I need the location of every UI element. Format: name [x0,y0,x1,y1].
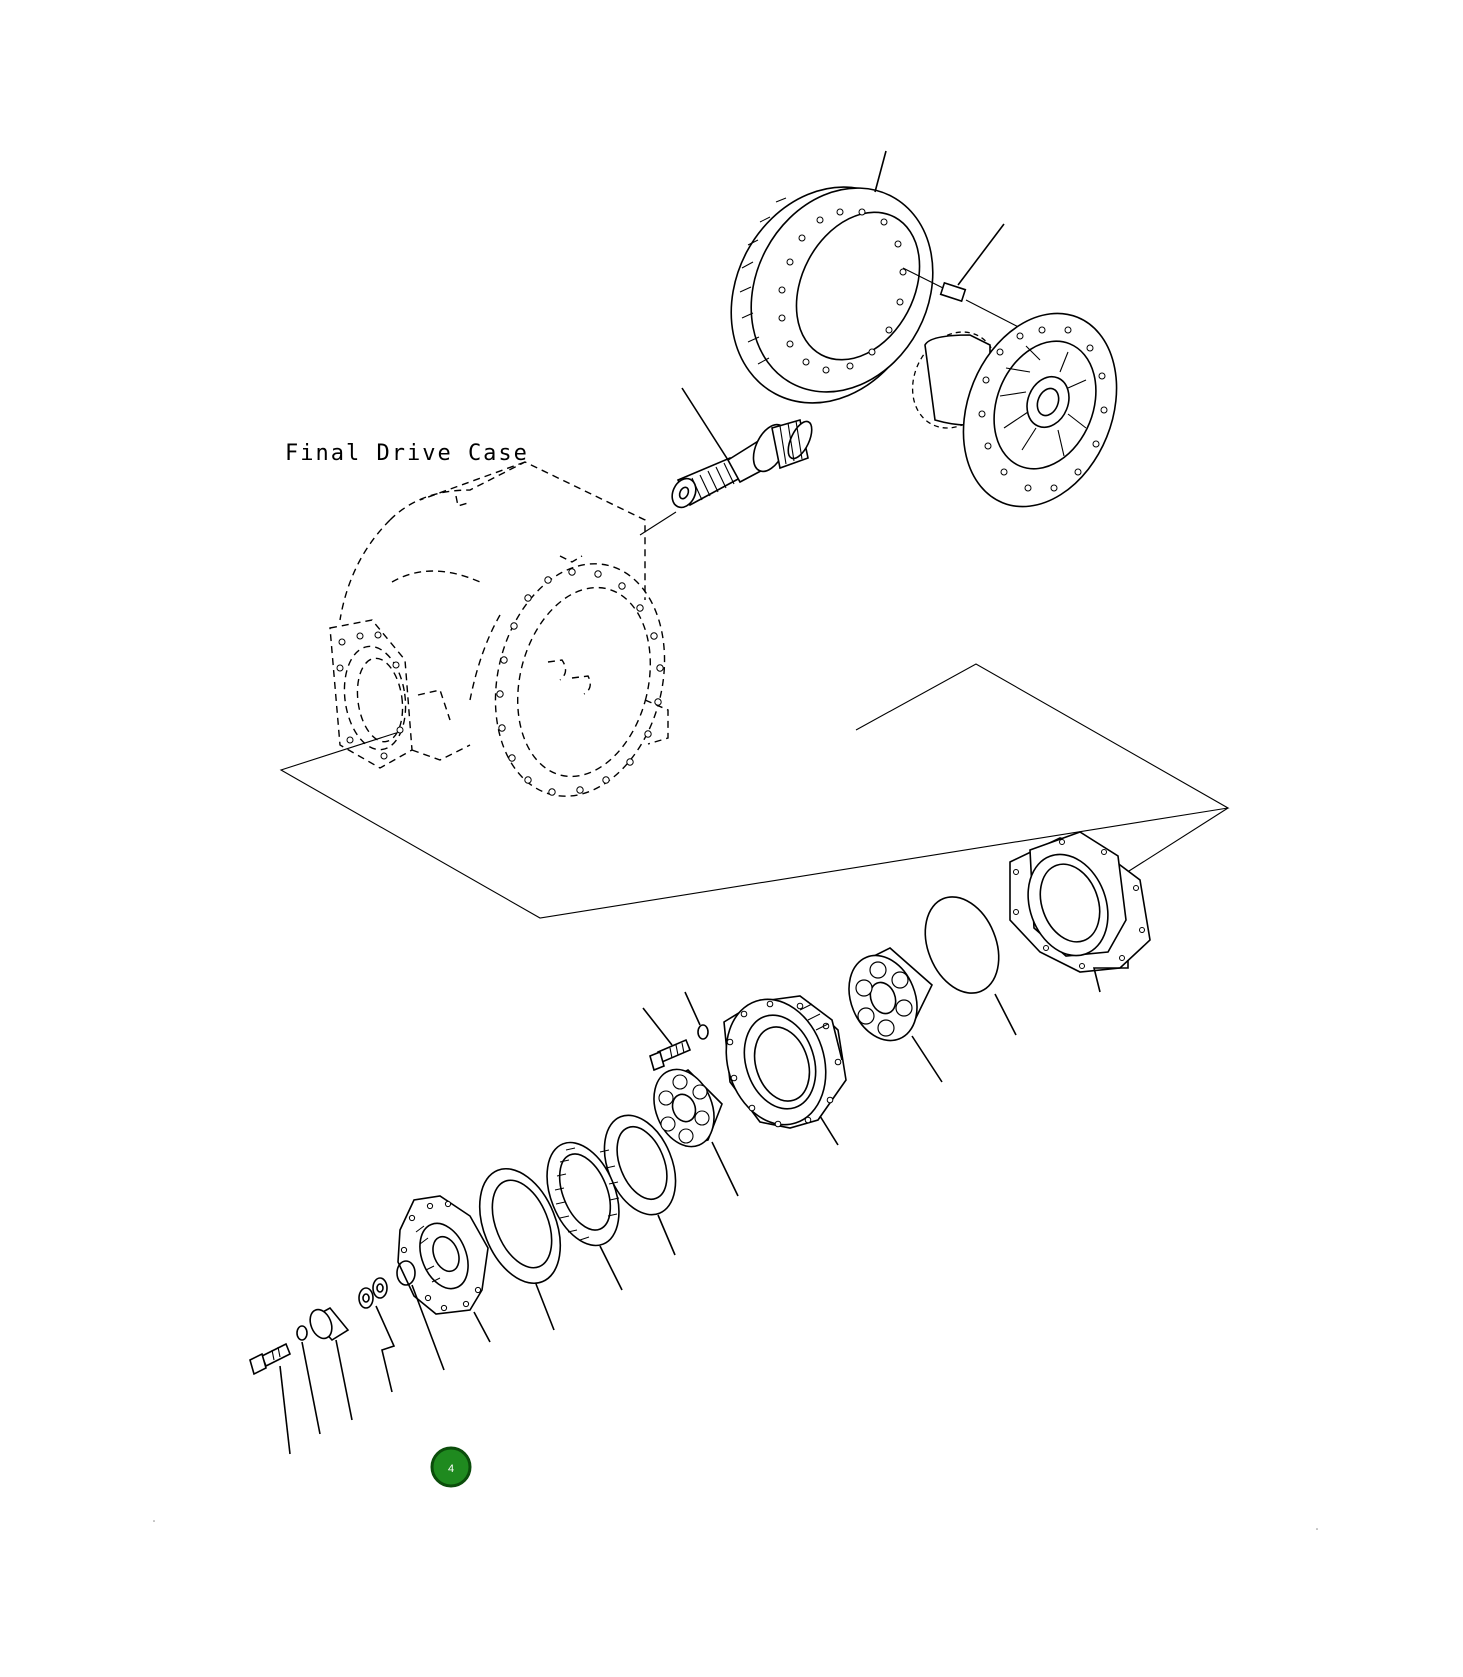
pin-to-gear-line [902,267,944,289]
planet-bearing-right-leader [911,1035,943,1083]
pin-leader [957,223,1005,286]
housing-leader [1092,960,1129,993]
cap-plug-leader [335,1339,353,1421]
dowel-pin[interactable] [939,281,967,303]
planet-bearing-right[interactable] [837,945,933,1051]
thrust-ring-leader [657,1214,676,1256]
o-ring-small-leader [411,1284,445,1371]
speck-left [153,1520,155,1522]
differential-carrier[interactable] [896,290,1144,529]
lock-washer-upper[interactable] [697,1024,709,1040]
retainer-plate[interactable] [397,1195,489,1315]
final-drive-case-label: Final Drive Case [285,441,529,466]
splined-ring[interactable] [533,1132,633,1256]
bolt-lower-leader [279,1365,291,1455]
o-ring-small[interactable] [396,1260,416,1286]
planet-bearing-left-leader [711,1141,739,1197]
lock-washer-lower-leader [301,1341,321,1435]
pinion-to-case-line [639,511,677,536]
ring-gear[interactable] [694,153,968,437]
pinion-shaft[interactable] [668,418,817,511]
speck-right [1316,1528,1318,1530]
planet-bearing-left[interactable] [643,1060,725,1155]
page-badge-number: 4 [448,1463,454,1475]
o-ring-large-leader [994,993,1017,1036]
ring-gear-leader [874,150,887,193]
lock-washer-lower[interactable] [296,1325,308,1341]
shim-pair[interactable] [358,1277,388,1309]
final-drive-case [329,461,669,797]
bolt-upper[interactable] [649,1038,692,1072]
bolt-lower[interactable] [249,1342,292,1376]
pinion-leader [681,387,729,461]
hub-leader [819,1115,839,1146]
flat-ring[interactable] [464,1157,576,1295]
planetary-carrier-housing[interactable] [1009,831,1151,973]
splined-ring-leader [599,1245,623,1291]
o-ring-large[interactable] [912,886,1013,1004]
flat-ring-leader [535,1283,555,1331]
bolt-upper-leader [642,1007,673,1046]
shim-pair-leader [375,1305,396,1393]
thrust-ring[interactable] [591,1105,689,1225]
boundary-leader [1117,807,1229,879]
lock-washer-upper-leader [684,991,701,1026]
retainer-plate-leader [473,1311,491,1343]
subassembly-boundary [279,663,1230,919]
axle-hub-housing[interactable] [711,986,847,1137]
cap-plug[interactable] [306,1306,350,1342]
page-badge[interactable]: 4 [430,1446,472,1488]
